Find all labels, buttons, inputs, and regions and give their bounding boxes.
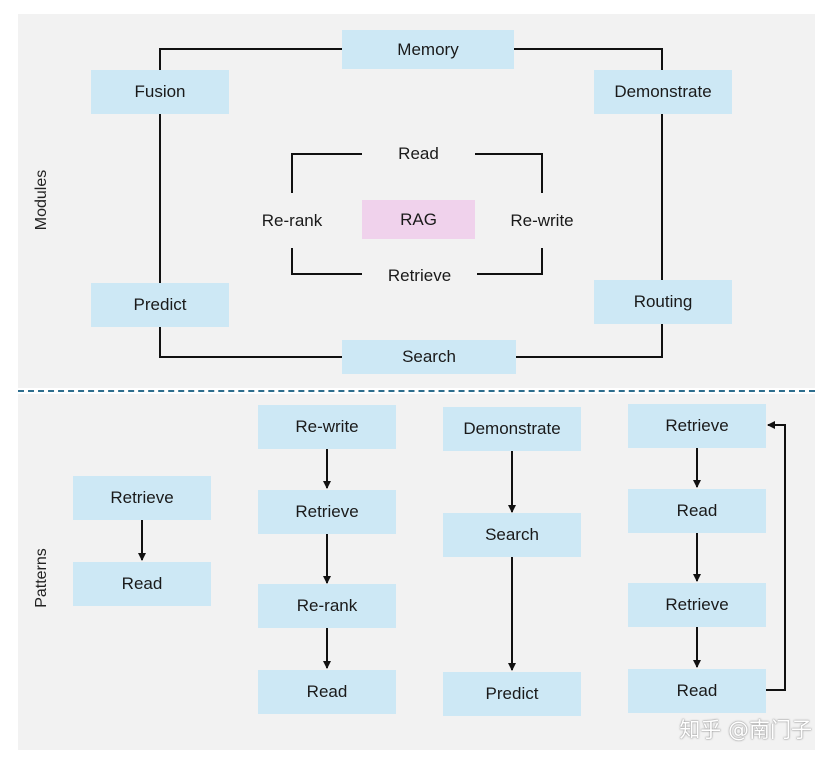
pattern-2-step-2: Retrieve [258,490,396,534]
watermark-text: 知乎 @南门子 [679,718,812,742]
module-memory: Memory [342,30,514,69]
pattern-2-step-1: Re-write [258,405,396,449]
inner-read: Read [398,144,439,163]
pattern-3-step-3: Predict [443,672,581,716]
module-search: Search [342,340,516,374]
pattern-3-step-1: Demonstrate [443,407,581,451]
pattern-2-step-4: Read [258,670,396,714]
pattern-2-step-3: Re-rank [258,584,396,628]
pattern-1-step-2: Read [73,562,211,606]
inner-rewrite: Re-write [510,211,574,230]
section-divider [18,390,815,392]
pattern-3-step-2: Search [443,513,581,557]
inner-retrieve: Retrieve [387,266,452,285]
pattern-4-step-3: Retrieve [628,583,766,627]
pattern-4-step-2: Read [628,489,766,533]
pattern-4-step-1: Retrieve [628,404,766,448]
arrow-p4-loop [766,421,786,691]
inner-bracket-bottom-right [477,248,543,275]
module-routing: Routing [594,280,732,324]
inner-bracket-top-left [291,153,362,193]
pattern-4-step-4: Read [628,669,766,713]
module-fusion: Fusion [91,70,229,114]
pattern-1-step-1: Retrieve [73,476,211,520]
inner-bracket-bottom-left [291,248,362,275]
module-predict: Predict [91,283,229,327]
module-demonstrate: Demonstrate [594,70,732,114]
module-rag: RAG [362,200,475,239]
inner-bracket-top-right [475,153,543,193]
inner-rerank: Re-rank [261,211,323,230]
